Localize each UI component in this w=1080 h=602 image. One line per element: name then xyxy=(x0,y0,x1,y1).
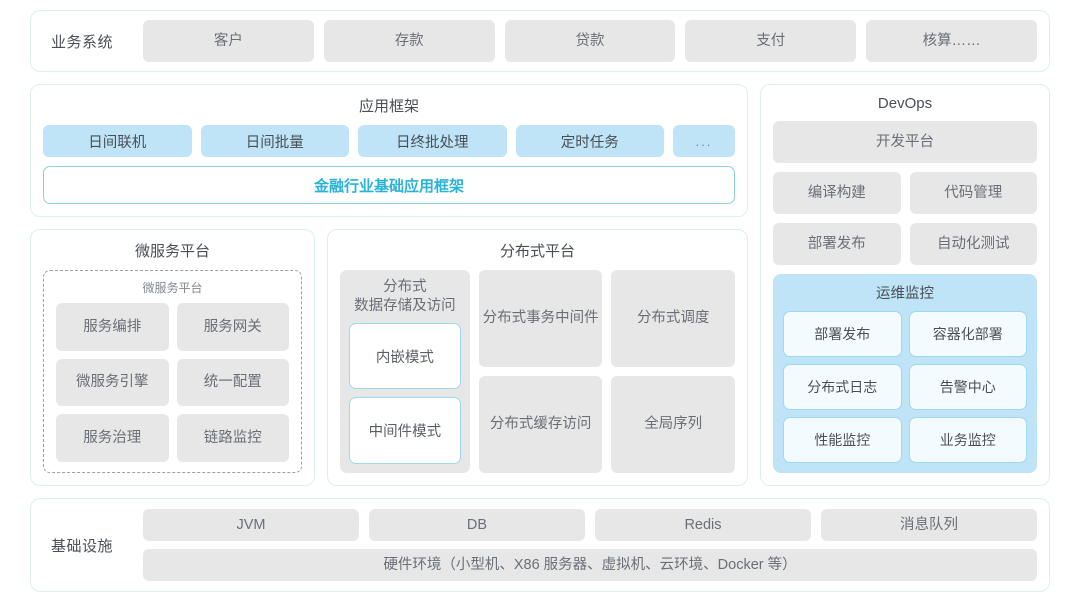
microservice-item[interactable]: 链路监控 xyxy=(176,414,289,462)
platforms-row: 微服务平台 微服务平台 服务编排 服务网关 微服务引擎 统一配置 服务治理 链路… xyxy=(30,229,748,486)
devops-pair-two: 部署发布 自动化测试 xyxy=(773,223,1037,265)
devops-pair-one: 编译构建 代码管理 xyxy=(773,172,1037,214)
cell-line2: 事务中间件 xyxy=(526,310,599,327)
hardware-environment-row: 硬件环境（小型机、X86 服务器、虚拟机、云环境、Docker 等） xyxy=(143,549,1037,581)
infrastructure-content: JVM DB Redis 消息队列 硬件环境（小型机、X86 服务器、虚拟机、云… xyxy=(143,509,1037,581)
devops-item[interactable]: 编译构建 xyxy=(773,172,901,214)
microservice-item[interactable]: 服务网关 xyxy=(176,303,289,351)
ops-monitoring-item[interactable]: 业务监控 xyxy=(908,417,1027,463)
devops-stack: 开发平台 编译构建 代码管理 部署发布 自动化测试 运维监控 部署发布 容器化部… xyxy=(773,121,1037,473)
distributed-data-storage-box[interactable]: 分布式 数据存储及访问 内嵌模式 中间件模式 xyxy=(340,270,470,473)
infrastructure-items: JVM DB Redis 消息队列 xyxy=(143,509,1037,541)
app-framework-tag[interactable]: 日间联机 xyxy=(43,125,192,157)
microservice-item[interactable]: 统一配置 xyxy=(176,358,289,407)
devops-panel: DevOps 开发平台 编译构建 代码管理 部署发布 自动化测试 运维监控 xyxy=(760,84,1050,486)
distributed-platform-panel: 分布式平台 分布式 数据存储及访问 内嵌模式 中间件模式 xyxy=(327,229,748,486)
cell-line2: 缓存访问 xyxy=(533,416,592,433)
infrastructure-item[interactable]: Redis xyxy=(595,509,811,541)
financial-base-framework-bar[interactable]: 金融行业基础应用框架 xyxy=(43,166,735,204)
hardware-environment-bar[interactable]: 硬件环境（小型机、X86 服务器、虚拟机、云环境、Docker 等） xyxy=(143,549,1037,581)
application-framework-tags: 日间联机 日间批量 日终批处理 定时任务 ... xyxy=(43,125,735,157)
distributed-data-storage-title: 分布式 数据存储及访问 xyxy=(349,278,461,316)
ops-monitoring-item[interactable]: 分布式日志 xyxy=(783,364,902,410)
infrastructure-item[interactable]: JVM xyxy=(143,509,359,541)
app-framework-tag[interactable]: 定时任务 xyxy=(515,125,664,157)
middle-band: 应用框架 日间联机 日间批量 日终批处理 定时任务 ... 金融行业基础应用框架… xyxy=(30,84,1050,486)
microservice-inner-box: 微服务平台 服务编排 服务网关 微服务引擎 统一配置 服务治理 链路监控 xyxy=(43,270,302,473)
application-framework-title: 应用框架 xyxy=(358,98,419,115)
ops-monitoring-title: 运维监控 xyxy=(876,286,934,302)
application-framework-panel: 应用框架 日间联机 日间批量 日终批处理 定时任务 ... 金融行业基础应用框架 xyxy=(30,84,748,217)
cell-line1: 分布式 xyxy=(482,310,527,327)
ops-monitoring-item[interactable]: 部署发布 xyxy=(783,311,902,357)
business-systems-items: 客户 存款 贷款 支付 核算…… xyxy=(143,20,1037,62)
middle-left-column: 应用框架 日间联机 日间批量 日终批处理 定时任务 ... 金融行业基础应用框架… xyxy=(30,84,748,486)
ops-monitoring-item[interactable]: 容器化部署 xyxy=(908,311,1027,357)
cell-line1: 分布式 xyxy=(489,416,534,433)
distributed-cell[interactable]: 分布式调度 xyxy=(611,270,735,367)
storage-title-line2: 数据存储及访问 xyxy=(354,297,456,314)
business-systems-label: 业务系统 xyxy=(50,33,113,51)
storage-title-line1: 分布式 xyxy=(383,279,427,295)
distributed-platform-grid: 分布式 数据存储及访问 内嵌模式 中间件模式 分布式 事务中间件 xyxy=(340,270,735,473)
devops-item[interactable]: 自动化测试 xyxy=(909,223,1037,265)
business-system-item[interactable]: 客户 xyxy=(143,20,314,62)
microservice-inner-title: 微服务平台 xyxy=(142,281,203,295)
microservice-platform-title: 微服务平台 xyxy=(134,243,210,260)
microservice-item[interactable]: 微服务引擎 xyxy=(56,358,169,407)
business-system-item[interactable]: 贷款 xyxy=(504,20,676,62)
app-framework-more-tag[interactable]: ... xyxy=(673,125,735,157)
ops-monitoring-item[interactable]: 告警中心 xyxy=(908,364,1027,410)
app-framework-tag[interactable]: 日间批量 xyxy=(200,125,349,157)
business-system-item[interactable]: 支付 xyxy=(685,20,857,62)
storage-mode-list: 内嵌模式 中间件模式 xyxy=(349,322,461,464)
business-systems-row: 业务系统 客户 存款 贷款 支付 核算…… xyxy=(30,10,1050,72)
distributed-cell[interactable]: 分布式 事务中间件 xyxy=(478,270,603,367)
devops-column: DevOps 开发平台 编译构建 代码管理 部署发布 自动化测试 运维监控 xyxy=(760,84,1050,486)
infrastructure-item[interactable]: DB xyxy=(369,509,585,541)
business-system-item[interactable]: 核算…… xyxy=(866,20,1037,62)
microservice-item[interactable]: 服务治理 xyxy=(56,414,169,462)
app-framework-tag[interactable]: 日终批处理 xyxy=(358,125,507,157)
microservice-item[interactable]: 服务编排 xyxy=(56,303,169,351)
devops-item[interactable]: 部署发布 xyxy=(773,223,901,265)
infrastructure-label: 基础设施 xyxy=(50,537,113,555)
devops-dev-platform[interactable]: 开发平台 xyxy=(773,121,1037,163)
devops-title: DevOps xyxy=(877,95,933,112)
distributed-cell[interactable]: 全局序列 xyxy=(611,376,735,473)
ops-monitoring-grid: 部署发布 容器化部署 分布式日志 告警中心 性能监控 业务监控 xyxy=(783,311,1027,463)
storage-mode-item[interactable]: 内嵌模式 xyxy=(349,322,461,390)
microservice-items-grid: 服务编排 服务网关 微服务引擎 统一配置 服务治理 链路监控 xyxy=(56,303,289,462)
business-system-item[interactable]: 存款 xyxy=(323,20,495,62)
microservice-platform-panel: 微服务平台 微服务平台 服务编排 服务网关 微服务引擎 统一配置 服务治理 链路… xyxy=(30,229,315,486)
devops-item[interactable]: 代码管理 xyxy=(909,172,1037,214)
ops-monitoring-panel: 运维监控 部署发布 容器化部署 分布式日志 告警中心 性能监控 业务监控 xyxy=(773,274,1037,473)
distributed-cell[interactable]: 分布式 缓存访问 xyxy=(478,376,603,473)
infrastructure-item[interactable]: 消息队列 xyxy=(821,509,1037,541)
ops-monitoring-item[interactable]: 性能监控 xyxy=(783,417,902,463)
distributed-platform-title: 分布式平台 xyxy=(499,243,575,260)
storage-mode-item[interactable]: 中间件模式 xyxy=(349,397,461,464)
infrastructure-row: 基础设施 JVM DB Redis 消息队列 硬件环境（小型机、X86 服务器、… xyxy=(30,498,1050,592)
